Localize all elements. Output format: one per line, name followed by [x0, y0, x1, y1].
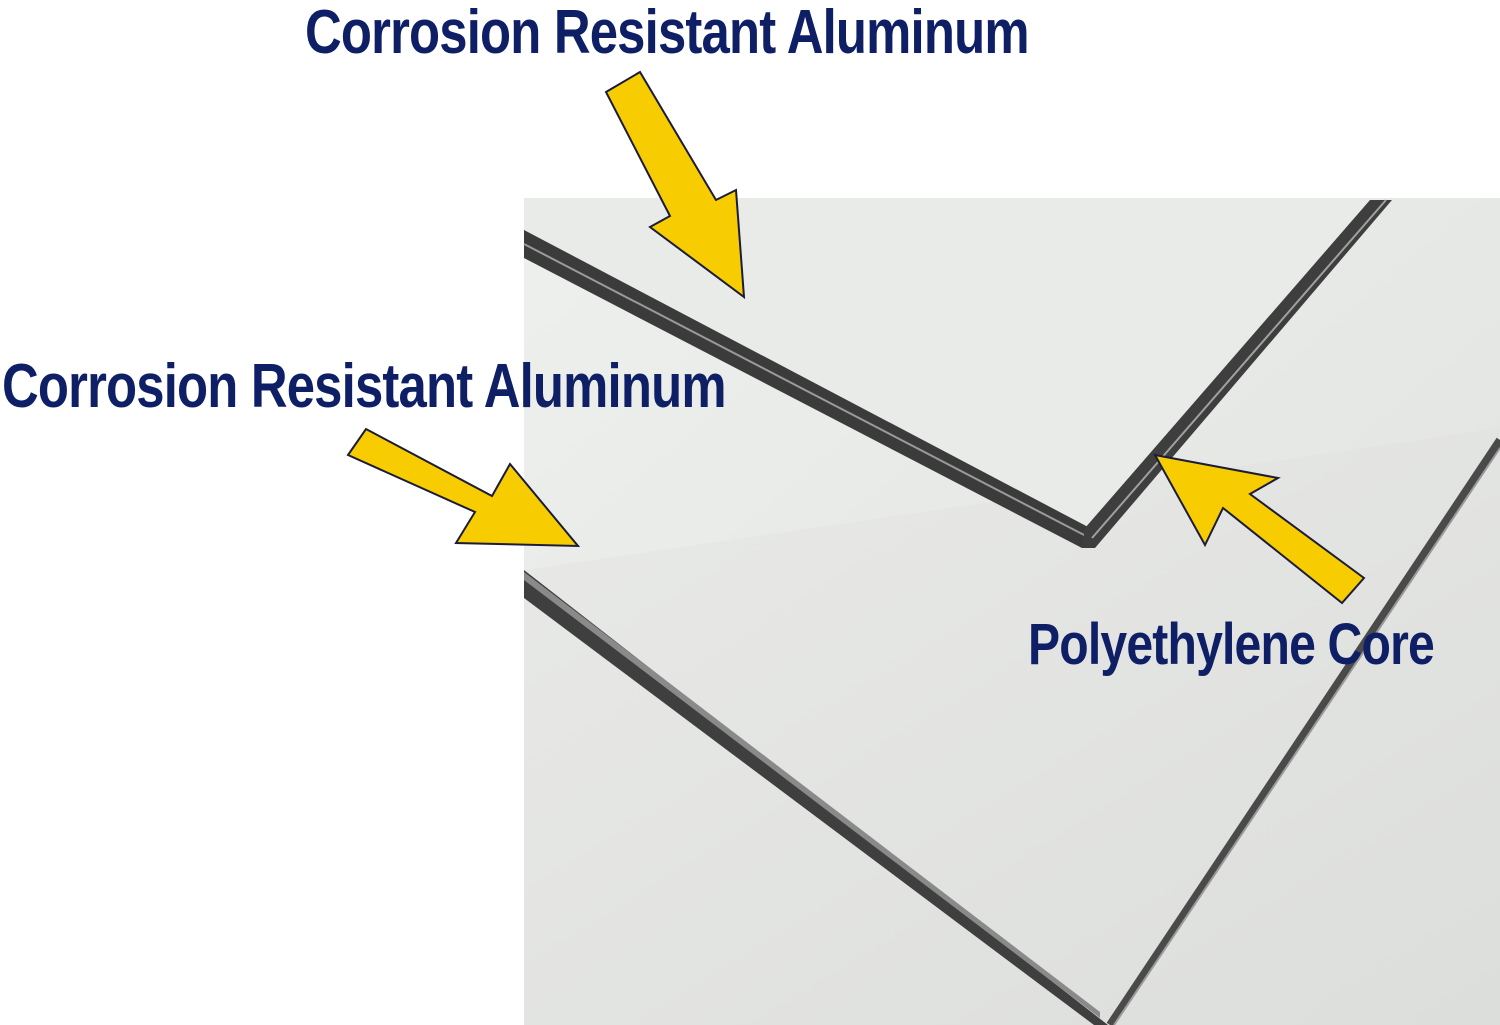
bottom-panel — [524, 428, 1500, 1025]
arrow-top-icon — [604, 70, 746, 300]
polyethylene-core-label: Polyethylene Core — [1028, 612, 1435, 677]
arrow-core-icon — [1153, 453, 1366, 605]
left-aluminum-label: Corrosion Resistant Aluminum — [2, 352, 727, 421]
arrow-left-icon — [346, 427, 581, 548]
top-aluminum-label: Corrosion Resistant Aluminum — [305, 0, 1030, 67]
